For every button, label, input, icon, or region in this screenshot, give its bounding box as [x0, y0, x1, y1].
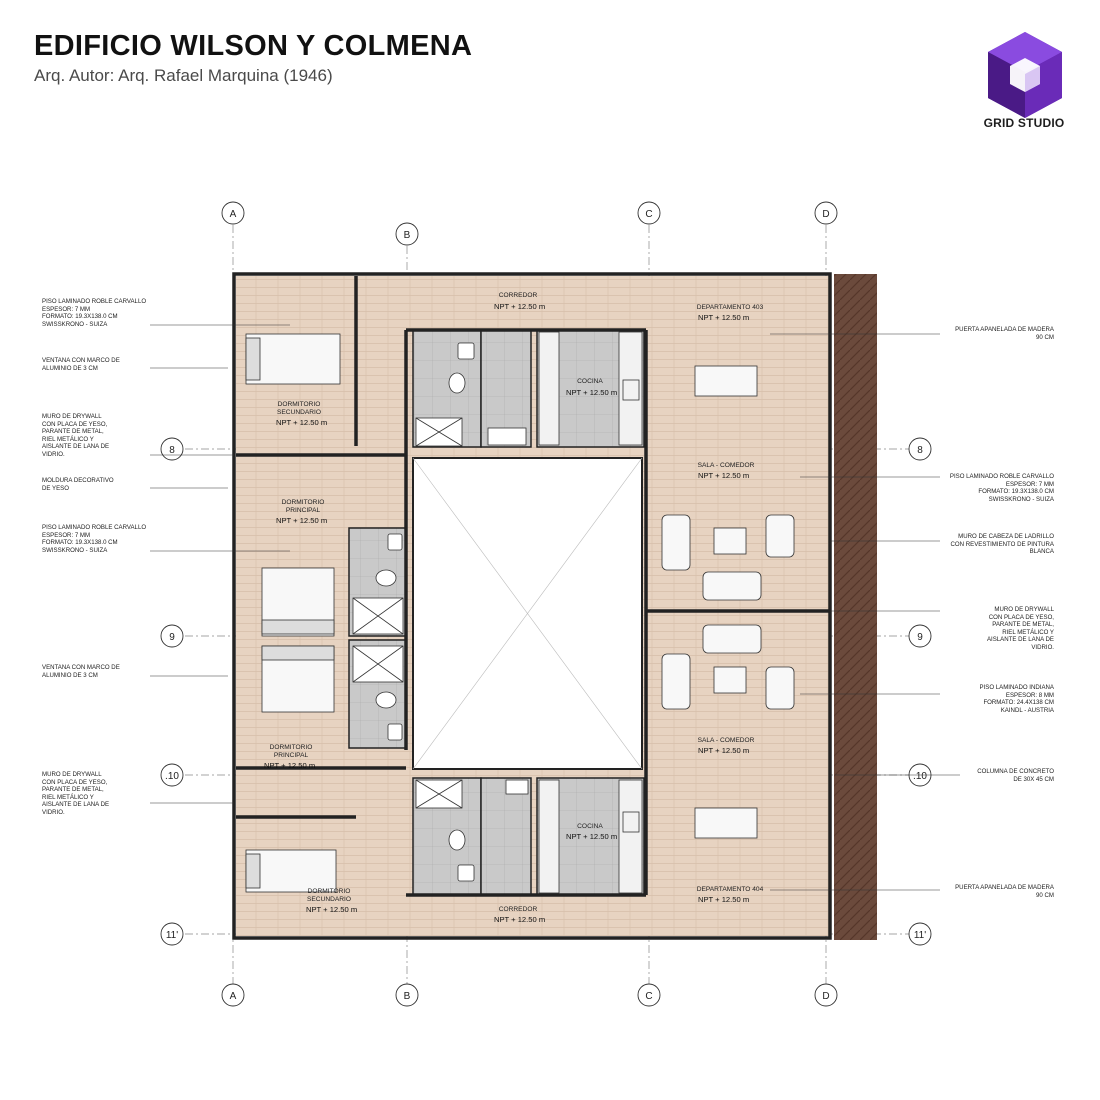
room-label-sala-bottom: SALA - COMEDOR — [697, 737, 755, 744]
room-label-dorm-sec-bottom: DORMITORIO SECUNDARIO — [307, 888, 351, 903]
room-level: NPT + 12.50 m — [276, 418, 328, 427]
note-right-floor-2: PISO LAMINADO INDIANA ESPESOR: 8 MM FORM… — [979, 684, 1055, 714]
grid-bubbles — [160, 201, 932, 1007]
room-label-cocina-bottom: COCINA — [577, 823, 603, 830]
grid-row-right-label: 11' — [914, 930, 926, 941]
room-label-depto-403: DEPARTAMENTO 403 — [696, 304, 764, 311]
note-right-door-1: PUERTA APANELADA DE MADERA 90 CM — [955, 326, 1054, 341]
room-level: NPT + 12.50 m — [276, 516, 328, 525]
room-level: NPT + 12.50 m — [698, 746, 750, 755]
grid-col-bottom-label: A — [230, 991, 237, 1002]
note-right-door-2: PUERTA APANELADA DE MADERA 90 CM — [955, 884, 1054, 899]
room-level: NPT + 12.50 m — [698, 895, 750, 904]
grid-row-left-label: 8 — [169, 445, 175, 456]
room-label-sala-top: SALA - COMEDOR — [697, 462, 755, 469]
grid-row-right-label: 9 — [917, 632, 923, 643]
grid-studio-logo-icon — [988, 32, 1062, 118]
grid-row-left-label: 9 — [169, 632, 175, 643]
room-level: NPT + 12.50 m — [698, 313, 750, 322]
room-level: NPT + 12.50 m — [566, 832, 618, 841]
note-left-window-2: VENTANA CON MARCO DE ALUMINIO DE 3 CM — [42, 664, 120, 679]
leader-lines — [150, 324, 960, 891]
grid-bubble-labels: A B C D A B C D 8 9 .10 11' 8 9 .10 11' — [165, 209, 927, 1002]
bathroom-bottom-2 — [480, 777, 532, 896]
grid-row-right-label: .10 — [913, 771, 927, 782]
room-label-cocina-top: COCINA — [577, 378, 603, 385]
note-right-floor-1: PISO LAMINADO ROBLE CARVALLO ESPESOR: 7 … — [949, 473, 1054, 503]
living-furniture — [661, 365, 795, 839]
room-label-corredor-top: CORREDOR — [498, 292, 538, 299]
room-label-dorm-prin-bottom: DORMITORIO PRINCIPAL — [269, 744, 313, 759]
brick-wall — [834, 274, 877, 940]
note-right-brick: MURO DE CABEZA DE LADRILLO CON REVESTIMI… — [950, 533, 1055, 556]
note-right-column: COLUMNA DE CONCRETO DE 30X 45 CM — [977, 768, 1054, 783]
room-label-depto-404: DEPARTAMENTO 404 — [696, 886, 764, 893]
note-left-drywall-2: MURO DE DRYWALL CON PLACA DE YESO, PARAN… — [42, 771, 110, 816]
bathroom-top-2 — [480, 329, 532, 448]
brand-name: GRID STUDIO — [983, 116, 1065, 130]
room-level: NPT + 12.50 m — [494, 915, 546, 924]
grid-col-bottom-label: C — [645, 991, 652, 1002]
grid-col-bottom-label: B — [404, 991, 411, 1002]
grid-row-right-label: 8 — [917, 445, 923, 456]
kitchen-counters — [538, 331, 643, 894]
room-level: NPT + 12.50 m — [264, 761, 316, 770]
room-label-corredor-bottom: CORREDOR — [498, 906, 538, 913]
grid-col-top-label: D — [822, 209, 829, 220]
note-left-drywall-1: MURO DE DRYWALL CON PLACA DE YESO, PARAN… — [42, 413, 110, 458]
grid-col-top-label: B — [404, 230, 411, 241]
note-left-floor-2: PISO LAMINADO ROBLE CARVALLO ESPESOR: 7 … — [42, 524, 147, 554]
note-left-window-1: VENTANA CON MARCO DE ALUMINIO DE 3 CM — [42, 357, 120, 372]
note-right-drywall: MURO DE DRYWALL CON PLACA DE YESO, PARAN… — [986, 606, 1054, 651]
grid-col-bottom-label: D — [822, 991, 829, 1002]
room-level: NPT + 12.50 m — [566, 388, 618, 397]
room-label-dorm-prin-top: DORMITORIO PRINCIPAL — [281, 499, 325, 514]
note-left-molding: MOLDURA DECORATIVO DE YESO — [42, 477, 114, 492]
grid-col-top-label: A — [230, 209, 237, 220]
grid-col-top-label: C — [645, 209, 652, 220]
room-label-dorm-sec-top: DORMITORIO SECUNDARIO — [277, 401, 321, 416]
room-level: NPT + 12.50 m — [306, 905, 358, 914]
room-level: NPT + 12.50 m — [494, 302, 546, 311]
room-level: NPT + 12.50 m — [698, 471, 750, 480]
beds — [245, 333, 341, 893]
grid-row-left-label: 11' — [166, 930, 178, 941]
fixtures — [352, 342, 529, 882]
page-title: EDIFICIO WILSON Y COLMENA — [34, 30, 473, 62]
grid-row-left-label: .10 — [165, 771, 179, 782]
page-subtitle: Arq. Autor: Arq. Rafael Marquina (1946) — [34, 66, 333, 85]
walls — [232, 272, 832, 940]
note-left-floor-1: PISO LAMINADO ROBLE CARVALLO ESPESOR: 7 … — [42, 298, 147, 328]
